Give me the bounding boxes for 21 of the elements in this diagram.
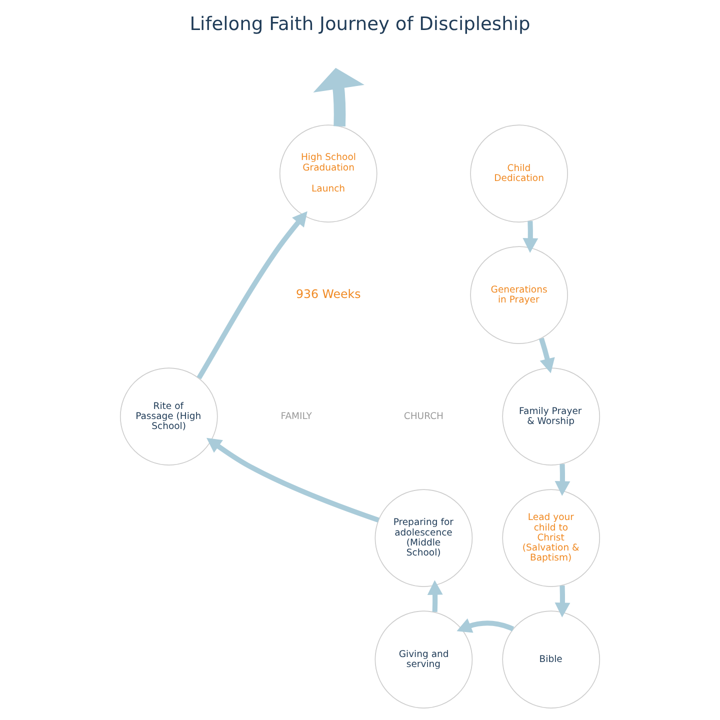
arrow [554,585,570,618]
label: 936 Weeks [296,287,361,302]
node-circle: High School Graduation Launch [279,124,378,222]
node-circle: Generations in Prayer [470,246,568,344]
arrow [427,580,443,612]
node-circle: Bible [502,610,600,708]
arrow [522,220,538,253]
label: FAMILY [280,410,312,422]
arrow [206,438,380,523]
node-circle: Preparing for adolescence (Middle School) [374,489,473,587]
arrow [538,338,555,374]
node-circle: Lead your child to Christ (Salvation & Baptism) [502,489,600,587]
label: CHURCH [404,410,444,422]
arrow [554,464,570,496]
node-circle: Child Dedication [470,124,568,222]
node-circle: Family Prayer & Worship [502,368,600,466]
arrow [313,68,364,126]
diagram-title: Lifelong Faith Journey of Discipleship [190,14,530,36]
arrow [456,618,514,633]
node-circle: Rite of Passage (High School) [120,368,218,466]
arrow [196,211,308,380]
